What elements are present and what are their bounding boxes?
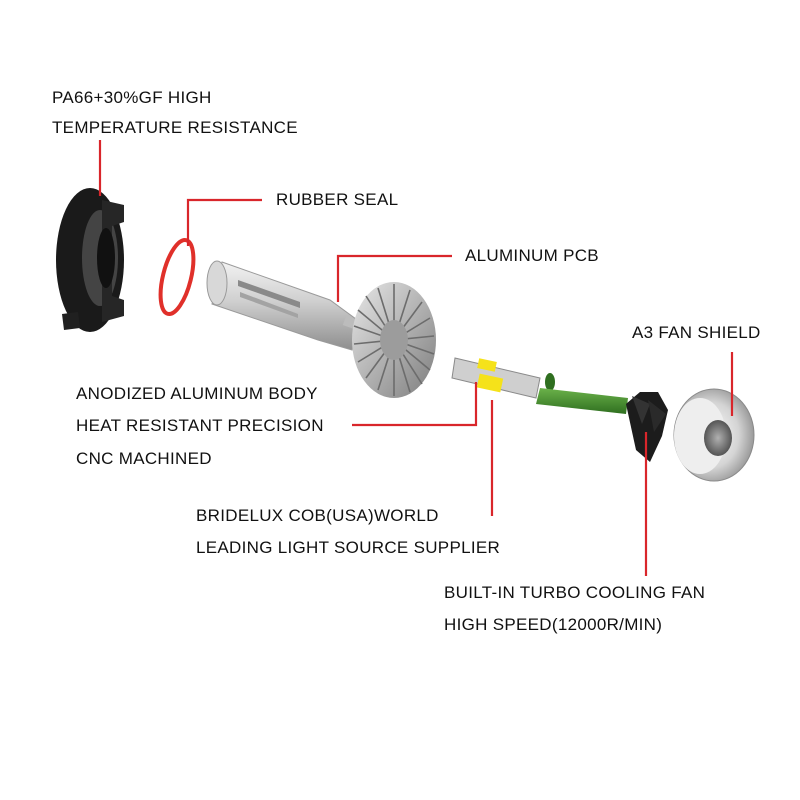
label-cob-line2: LEADING LIGHT SOURCE SUPPLIER [196,538,501,557]
label-pa66-line2: TEMPERATURE RESISTANCE [52,118,298,137]
rubber-seal-ring [158,237,196,317]
label-fan-line1: BUILT-IN TURBO COOLING FAN [444,583,706,602]
plastic-base-adapter [56,188,124,332]
label-fan-shield: A3 FAN SHIELD [632,323,761,342]
label-cob-line1: BRIDELUX COB(USA)WORLD [196,506,439,525]
leader-body [352,382,478,427]
label-aluminum-pcb: ALUMINUM PCB [465,246,599,265]
cob-led-strip [451,357,555,399]
label-body-line3: CNC MACHINED [76,449,212,468]
leader-aluminum-pcb [336,254,452,302]
leader-rubber-seal [186,198,262,246]
fan-shield [673,388,755,482]
label-fan-line2: HIGH SPEED(12000R/MIN) [444,615,663,634]
aluminum-pcb-board [536,388,628,414]
label-body-line1: ANODIZED ALUMINUM BODY [76,384,318,403]
heatsink-fins [352,282,436,398]
label-body-line2: HEAT RESISTANT PRECISION [76,416,324,435]
label-pa66-line1: PA66+30%GF HIGH [52,88,212,107]
cooling-fan [626,392,668,462]
label-rubber-seal: RUBBER SEAL [276,190,399,209]
aluminum-body [206,260,362,351]
